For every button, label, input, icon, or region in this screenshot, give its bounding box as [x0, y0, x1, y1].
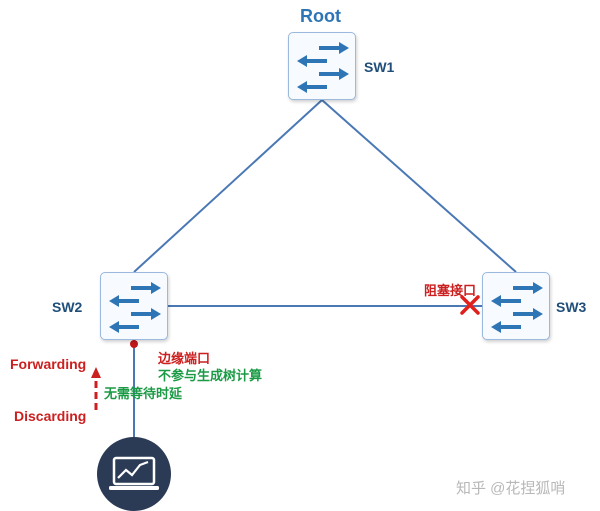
switch-arrows-icon — [109, 282, 161, 333]
switch-arrows-icon — [297, 42, 349, 93]
link-sw1-sw2 — [133, 99, 323, 273]
monitor-chart-icon — [97, 437, 171, 511]
link-sw1-sw3 — [321, 99, 517, 273]
switch-sw1[interactable] — [288, 32, 356, 100]
edge-port-label: 边缘端口 — [158, 351, 211, 366]
switch-sw2[interactable] — [100, 272, 168, 340]
switch-sw3[interactable] — [482, 272, 550, 340]
watermark: 知乎 @花捏狐哨 — [456, 480, 566, 497]
cross-icon — [460, 295, 480, 315]
sw1-label: SW1 — [364, 59, 395, 75]
root-label: Root — [300, 6, 341, 26]
sw2-label: SW2 — [52, 299, 83, 315]
transition-note: 无需等待时延 — [104, 386, 183, 401]
edge-port-note: 不参与生成树计算 — [158, 368, 263, 383]
blocked-port-label: 阻塞接口 — [424, 283, 477, 298]
state-forwarding-label: Forwarding — [10, 356, 87, 372]
state-transition-arrow — [91, 367, 101, 410]
state-discarding-label: Discarding — [14, 408, 87, 424]
port-dot-icon — [130, 340, 138, 348]
switch-arrows-icon — [491, 282, 543, 333]
sw3-label: SW3 — [556, 299, 587, 315]
